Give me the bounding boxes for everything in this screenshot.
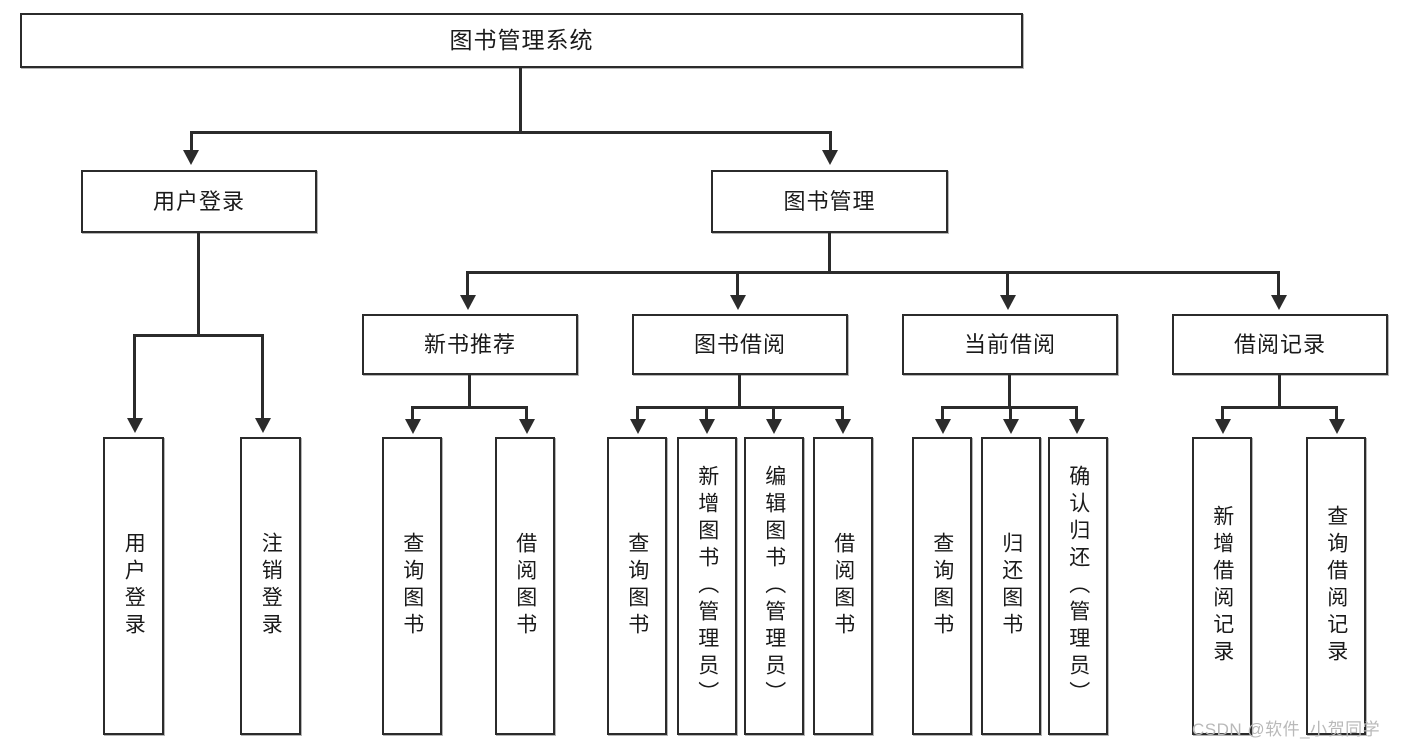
arrow-to-leaf-query-record [1329,419,1345,434]
connector-borrow-record-drop-2 [1335,406,1338,420]
connector-to-new-book [466,271,469,296]
connector-user-login-drop-1 [133,334,136,419]
connector-current-borrow-drop-1 [941,406,944,420]
connector-level3-bus [466,271,1280,274]
connector-to-book-borrow [736,271,739,296]
connector-current-borrow-drop-2 [1009,406,1012,420]
node-current-borrow[interactable]: 当前借阅 [902,314,1118,375]
arrow-to-leaf-query-book-2 [630,419,646,434]
arrow-to-leaf-confirm-return [1069,419,1085,434]
leaf-new-book-borrow-book[interactable]: 借阅图书 [495,437,555,735]
connector-user-login-stem [197,233,200,337]
arrow-to-current-borrow [1000,295,1016,310]
arrow-to-leaf-user-login [127,418,143,433]
leaf-label: 编辑图书（管理员） [762,464,786,708]
node-label: 用户登录 [152,188,245,214]
arrow-to-leaf-add-book [699,419,715,434]
connector-book-borrow-drop-3 [772,406,775,420]
connector-to-current-borrow [1006,271,1009,296]
arrow-to-leaf-add-record [1215,419,1231,434]
leaf-book-borrow-borrow-book[interactable]: 借阅图书 [813,437,873,735]
leaf-label: 查询图书 [930,532,954,640]
leaf-label: 归还图书 [999,532,1023,640]
leaf-logout[interactable]: 注销登录 [240,437,301,735]
leaf-new-book-query-book[interactable]: 查询图书 [382,437,442,735]
connector-book-borrow-drop-2 [705,406,708,420]
connector-new-book-bus [411,406,528,409]
node-root-book-management-system[interactable]: 图书管理系统 [20,13,1023,68]
arrow-to-user-login [183,150,199,165]
connector-borrow-record-bus [1221,406,1338,409]
leaf-current-borrow-return-book[interactable]: 归还图书 [981,437,1041,735]
arrow-to-borrow-record [1271,295,1287,310]
connector-borrow-record-stem [1278,375,1281,408]
connector-root-stem [519,68,522,133]
connector-root-to-book-management [829,131,832,151]
node-label: 借阅记录 [1233,331,1326,357]
leaf-label: 借阅图书 [831,532,855,640]
arrow-to-leaf-edit-book [766,419,782,434]
leaf-current-borrow-confirm-return[interactable]: 确认归还（管理员） [1048,437,1108,735]
leaf-book-borrow-edit-book[interactable]: 编辑图书（管理员） [744,437,804,735]
arrow-to-leaf-return-book [1003,419,1019,434]
csdn-watermark: CSDN @软件_小贺同学 [1192,720,1381,739]
node-new-book-recommendation[interactable]: 新书推荐 [362,314,578,375]
arrow-to-leaf-logout [255,418,271,433]
leaf-label: 新增图书（管理员） [695,464,719,708]
leaf-label: 注销登录 [259,532,283,640]
node-label: 新书推荐 [423,331,516,357]
node-book-borrow[interactable]: 图书借阅 [632,314,848,375]
arrow-to-leaf-query-book-3 [935,419,951,434]
arrow-to-leaf-borrow-book-2 [835,419,851,434]
leaf-label: 新增借阅记录 [1210,505,1234,667]
connector-book-borrow-bus [636,406,844,409]
leaf-book-borrow-add-book[interactable]: 新增图书（管理员） [677,437,737,735]
connector-root-to-user-login [190,131,193,151]
leaf-label: 确认归还（管理员） [1066,464,1090,708]
leaf-user-login[interactable]: 用户登录 [103,437,164,735]
connector-book-management-stem [828,233,831,273]
leaf-current-borrow-query-book[interactable]: 查询图书 [912,437,972,735]
node-label: 图书管理系统 [449,27,594,53]
connector-new-book-drop-1 [411,406,414,420]
connector-user-login-drop-2 [261,334,264,419]
leaf-label: 查询图书 [625,532,649,640]
connector-book-borrow-drop-4 [841,406,844,420]
connector-new-book-stem [468,375,471,408]
connector-book-borrow-stem [738,375,741,408]
connector-book-borrow-drop-1 [636,406,639,420]
connector-current-borrow-drop-3 [1075,406,1078,420]
node-label: 图书管理 [783,188,876,214]
arrow-to-leaf-borrow-book-1 [519,419,535,434]
arrow-to-book-management [822,150,838,165]
node-label: 当前借阅 [963,331,1056,357]
connector-user-login-bus [133,334,264,337]
leaf-borrow-record-add-record[interactable]: 新增借阅记录 [1192,437,1252,735]
leaf-label: 查询图书 [400,532,424,640]
node-book-management[interactable]: 图书管理 [711,170,948,233]
connector-borrow-record-drop-1 [1221,406,1224,420]
leaf-label: 用户登录 [122,532,146,640]
connector-new-book-drop-2 [525,406,528,420]
leaf-book-borrow-query-book[interactable]: 查询图书 [607,437,667,735]
connector-current-borrow-stem [1008,375,1011,408]
connector-to-borrow-record [1277,271,1280,296]
leaf-label: 查询借阅记录 [1324,505,1348,667]
arrow-to-book-borrow [730,295,746,310]
arrow-to-new-book [460,295,476,310]
node-user-login[interactable]: 用户登录 [81,170,317,233]
arrow-to-leaf-query-book-1 [405,419,421,434]
node-borrow-record[interactable]: 借阅记录 [1172,314,1388,375]
leaf-borrow-record-query-record[interactable]: 查询借阅记录 [1306,437,1366,735]
node-label: 图书借阅 [693,331,786,357]
connector-root-bus [190,131,832,134]
leaf-label: 借阅图书 [513,532,537,640]
